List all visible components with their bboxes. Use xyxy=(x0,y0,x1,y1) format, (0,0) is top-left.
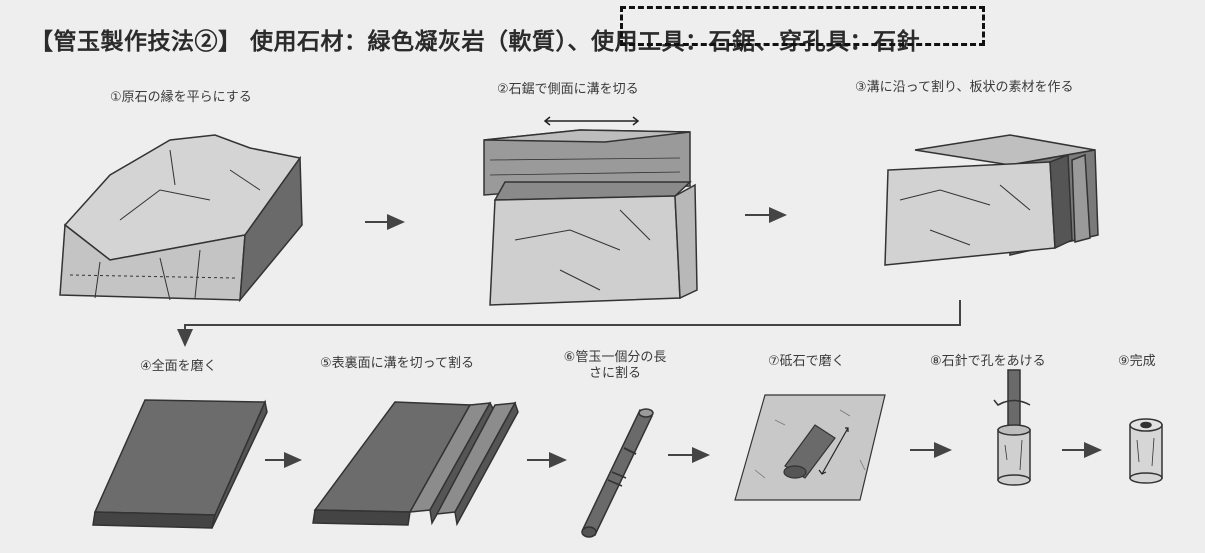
drill-illustration xyxy=(993,369,1031,486)
finished-bead-illustration xyxy=(1129,418,1163,484)
step-5-label: ⑤表裏面に溝を切って割る xyxy=(320,356,475,371)
row-connector-arrow xyxy=(177,300,961,347)
polished-board-illustration xyxy=(92,399,268,529)
step-3-label: ③溝に沿って割り、板状の素材を作る xyxy=(855,80,1074,95)
step-1-label: ①原石の縁を平らにする xyxy=(110,90,252,105)
step-7-label: ⑦砥石で磨く xyxy=(768,354,845,369)
whetstone-illustration xyxy=(734,394,886,501)
segmented-rod-illustration xyxy=(581,408,654,538)
raw-stone-illustration xyxy=(59,134,303,303)
split-board-illustration xyxy=(884,134,1099,266)
step-4-label: ④全面を磨く xyxy=(140,359,217,374)
grooved-board-illustration xyxy=(312,401,519,527)
diagram-title: 【管玉製作技法②】 使用石材：緑色凝灰岩（軟質）、使用工具：石鋸、穿孔具：石針 xyxy=(30,28,921,55)
tool-highlight-box xyxy=(620,6,985,46)
step-8-label: ⑧石針で孔をあける xyxy=(930,354,1046,369)
step-2-label: ②石鋸で側面に溝を切る xyxy=(497,82,639,97)
step-6-label: ⑥管玉一個分の長さに割る xyxy=(563,350,667,381)
step-9-label: ⑨完成 xyxy=(1118,354,1156,369)
saw-groove-illustration xyxy=(483,116,698,306)
